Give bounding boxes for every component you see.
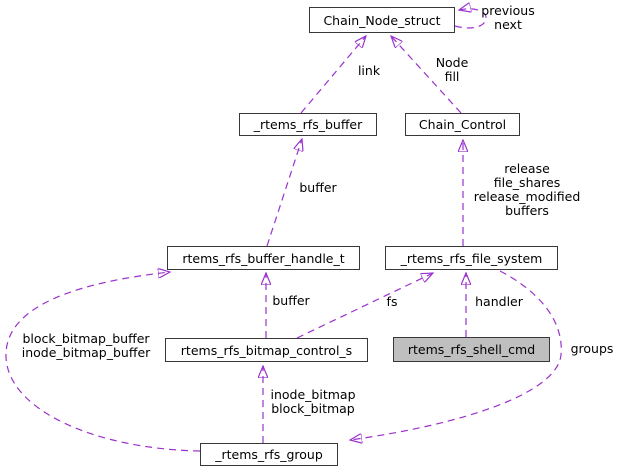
edge-bitmap-buffers-curve [5, 272, 201, 452]
node-rtems-rfs-bitmap-control-s[interactable]: rtems_rfs_bitmap_control_s [165, 338, 368, 362]
edge-label-block-inode-bitmap-buffer: block_bitmap_buffer inode_bitmap_buffer [21, 331, 151, 360]
edge-label-release-file-shares-release-modified-buffers: release file_shares release_modified buf… [473, 161, 581, 218]
edge-label-buffer-lower: buffer [272, 293, 310, 308]
node-rtems-rfs-buffer[interactable]: _rtems_rfs_buffer [239, 113, 377, 136]
edge-label-buffer-upper: buffer [299, 180, 337, 195]
edge-buffer-upper [266, 139, 302, 247]
edge-label-handler: handler [475, 294, 523, 309]
edge-link [300, 36, 366, 114]
edge-label-inode-block-bitmap: inode_bitmap block_bitmap [270, 387, 356, 416]
node-chain-node-struct[interactable]: Chain_Node_struct [309, 7, 455, 33]
edge-node-fill [391, 36, 462, 114]
edge-groups-curve [350, 270, 562, 440]
node-rtems-rfs-shell-cmd: rtems_rfs_shell_cmd [393, 337, 550, 362]
edge-label-node-fill: Node fill [435, 55, 469, 84]
edge-previous-next-self-loop [454, 9, 487, 29]
edge-label-groups: groups [570, 341, 614, 356]
node-rtems-rfs-group[interactable]: _rtems_rfs_group [200, 443, 338, 466]
node-chain-control[interactable]: Chain_Control [405, 113, 520, 136]
node-rtems-rfs-file-system[interactable]: _rtems_rfs_file_system [385, 246, 558, 270]
edge-label-fs: fs [386, 294, 398, 309]
edge-fs [296, 273, 433, 339]
edge-label-previous-next: previous next [481, 3, 535, 32]
node-rtems-rfs-buffer-handle-t[interactable]: rtems_rfs_buffer_handle_t [167, 246, 360, 270]
edge-label-link: link [357, 63, 381, 78]
